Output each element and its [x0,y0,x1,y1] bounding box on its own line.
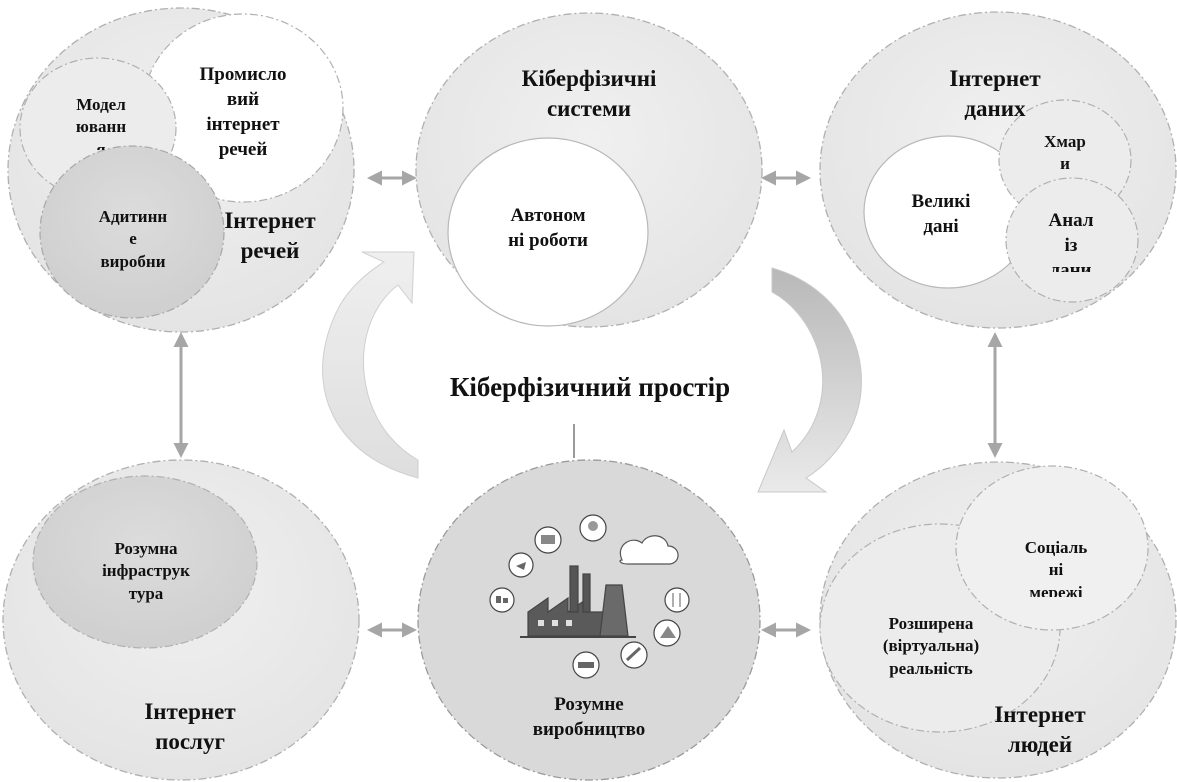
bigdata-label: Великі дані [911,191,971,238]
center-title: Кіберфізичний простір [449,372,731,402]
social-circle [955,465,1149,631]
smart-manufacturing-title: Розумне виробництво [532,694,646,741]
cps-title: Кіберфізичні системи [521,66,657,122]
factory-icon [489,514,690,679]
iop-title: Інтернет людей [994,702,1086,758]
social-label: Соціаль ні мережі [1024,538,1088,597]
ios-group [2,459,360,781]
additive-label: Адитинн е виробни [98,207,168,271]
robots-circle [447,137,649,327]
infra-circle [32,475,258,649]
iot-title: Інтернет речей [224,208,316,264]
iop-group [819,461,1177,779]
ar-label: Розширена (віртуальна) реальність [882,614,980,678]
ios-title: Інтернет послуг [144,699,236,755]
cycle-arrow-right [757,267,862,493]
cycle-arrow-left [322,251,419,479]
iiot-label: Промисло вий інтернет речей [199,64,287,161]
analysis-label: Анал із дани [1048,210,1094,272]
cloud-label: Хмар и [1044,132,1086,174]
modeling-label: Модел юванн я [75,95,127,150]
analysis-circle [1005,177,1139,303]
iod-title: Інтернет даних [949,66,1041,122]
cps-group [415,12,763,328]
robots-label: Автоном ні роботи [508,205,588,252]
additive-circle [39,145,225,319]
infra-label: Розумна інфраструк тура [102,539,190,603]
iod-group [819,11,1177,329]
iot-group [7,7,355,333]
